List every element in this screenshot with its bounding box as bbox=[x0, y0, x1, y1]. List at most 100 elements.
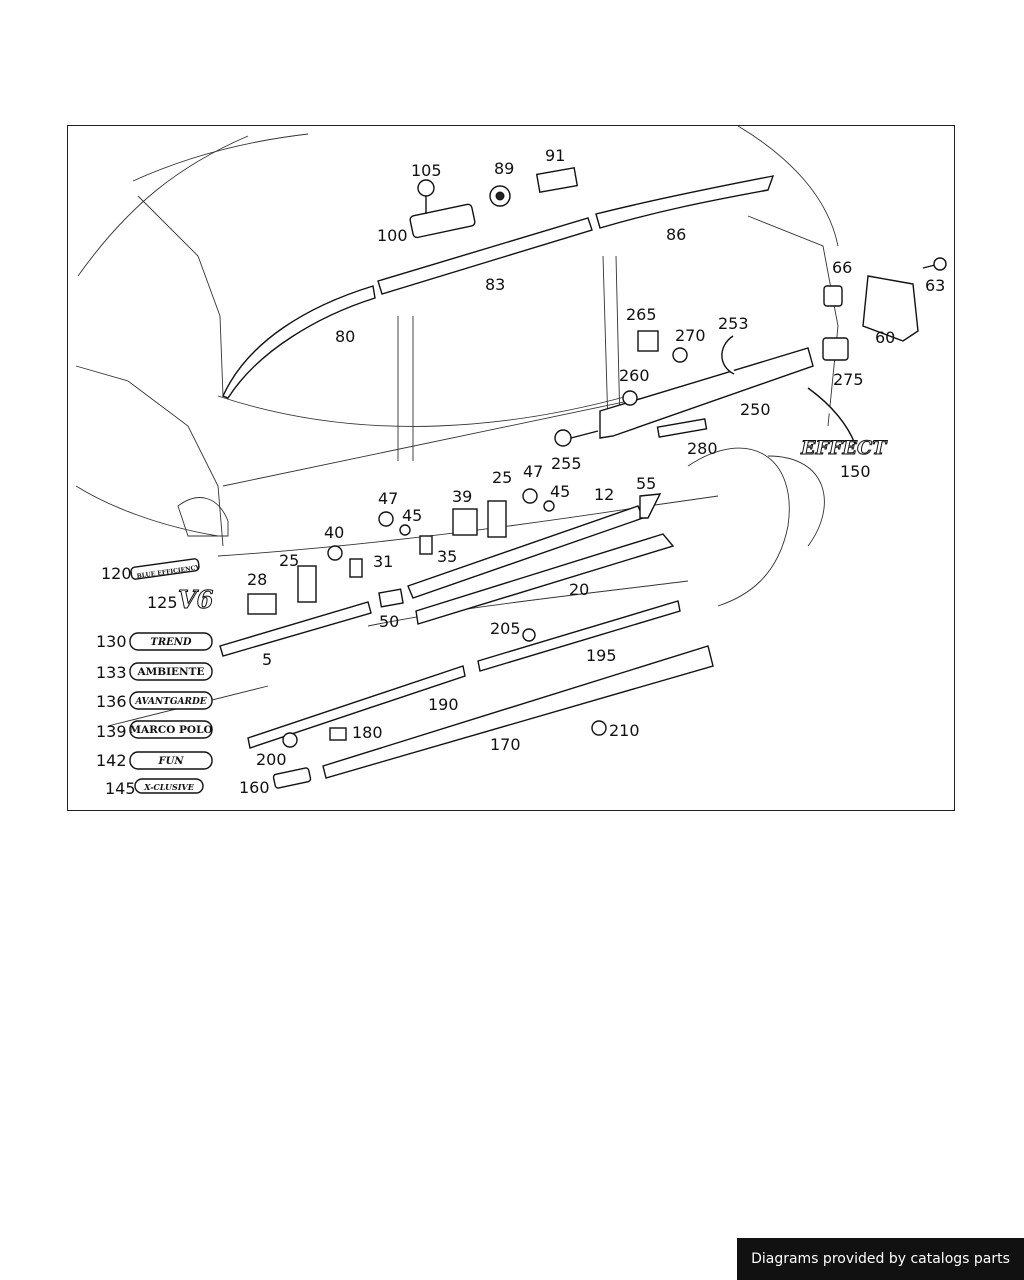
callout-5: 5 bbox=[262, 650, 272, 669]
end-cap-60 bbox=[862, 275, 919, 342]
callout-12: 12 bbox=[594, 485, 614, 504]
screw-105-head bbox=[417, 179, 435, 197]
screw-45-right bbox=[543, 500, 555, 512]
callout-100: 100 bbox=[377, 226, 408, 245]
callout-275: 275 bbox=[833, 370, 864, 389]
callout-47a: 47 bbox=[378, 489, 398, 508]
bracket-91 bbox=[535, 167, 579, 193]
callout-200: 200 bbox=[256, 750, 287, 769]
washer-47-left bbox=[378, 511, 394, 527]
callout-45b: 45 bbox=[550, 482, 570, 501]
clip-200 bbox=[282, 732, 298, 748]
cap-275 bbox=[822, 337, 849, 361]
callout-133: 133 bbox=[96, 663, 127, 682]
callout-136: 136 bbox=[96, 692, 127, 711]
callout-205: 205 bbox=[490, 619, 521, 638]
callout-25b: 25 bbox=[279, 551, 299, 570]
callout-60: 60 bbox=[875, 328, 895, 347]
clip-25-left bbox=[297, 565, 317, 603]
callout-66: 66 bbox=[832, 258, 852, 277]
callout-31: 31 bbox=[373, 552, 393, 571]
badge-x-clusive bbox=[134, 778, 204, 794]
footer-credit: Diagrams provided by catalogs parts bbox=[737, 1238, 1024, 1280]
clip-50 bbox=[378, 588, 404, 608]
callout-150: 150 bbox=[840, 462, 871, 481]
clip-66 bbox=[823, 285, 843, 307]
callout-139: 139 bbox=[96, 722, 127, 741]
badge-marco-polo bbox=[129, 720, 213, 739]
roof-rail-rear-86 bbox=[595, 175, 775, 229]
callout-91: 91 bbox=[545, 146, 565, 165]
callout-labels: 105 89 91 100 86 83 80 66 63 60 265 270 … bbox=[96, 146, 945, 798]
callout-20: 20 bbox=[569, 580, 589, 599]
badge-fun-text: FUN bbox=[158, 756, 185, 767]
callout-35: 35 bbox=[437, 547, 457, 566]
callout-265: 265 bbox=[626, 305, 657, 324]
callout-253: 253 bbox=[718, 314, 749, 333]
clip-265 bbox=[637, 330, 659, 352]
washer-47-right bbox=[522, 488, 538, 504]
badge-trend bbox=[129, 632, 213, 651]
callout-180: 180 bbox=[352, 723, 383, 742]
badge-list: TREND AMBIENTE AVANTGARDE MARCO POLO FUN… bbox=[129, 632, 213, 794]
callout-86: 86 bbox=[666, 225, 686, 244]
callout-40: 40 bbox=[324, 523, 344, 542]
clip-31 bbox=[349, 558, 363, 578]
washer-205 bbox=[522, 628, 536, 642]
badge-v6-text: V6 bbox=[178, 585, 214, 614]
nut-270 bbox=[672, 347, 688, 363]
callout-260: 260 bbox=[619, 366, 650, 385]
callout-89: 89 bbox=[494, 159, 514, 178]
callout-195: 195 bbox=[586, 646, 617, 665]
badge-effect-text: EFFECT bbox=[800, 437, 888, 459]
screw-45-left bbox=[399, 524, 411, 536]
callout-50: 50 bbox=[379, 612, 399, 631]
moulding-250 bbox=[599, 347, 814, 439]
seal-253 bbox=[721, 335, 735, 375]
callout-170: 170 bbox=[490, 735, 521, 754]
badge-x-clusive-text: X-CLUSIVE bbox=[143, 782, 195, 792]
nut-260 bbox=[622, 390, 638, 406]
strip-280 bbox=[656, 418, 708, 438]
callout-80: 80 bbox=[335, 327, 355, 346]
callout-63: 63 bbox=[925, 276, 945, 295]
callout-120: 120 bbox=[101, 564, 132, 583]
callout-270: 270 bbox=[675, 326, 706, 345]
sill-rail-190 bbox=[247, 665, 466, 749]
roof-rail-middle-83 bbox=[377, 217, 593, 295]
parts-diagram-frame: EFFECT BLUE EFFICIENCY V6 TREND AMBIENTE… bbox=[67, 125, 955, 811]
callout-45a: 45 bbox=[402, 506, 422, 525]
callout-28: 28 bbox=[247, 570, 267, 589]
badge-avantgarde bbox=[129, 691, 213, 710]
parts-diagram: EFFECT BLUE EFFICIENCY V6 TREND AMBIENTE… bbox=[75, 126, 947, 798]
screw-63 bbox=[933, 257, 947, 271]
sill-panel-170 bbox=[322, 645, 714, 779]
callout-39: 39 bbox=[452, 487, 472, 506]
rail-clip-100 bbox=[409, 203, 476, 239]
roof-rail-front-80 bbox=[222, 285, 376, 399]
badge-effect: EFFECT bbox=[800, 437, 889, 460]
callout-250: 250 bbox=[740, 400, 771, 419]
badge-ambiente-text: AMBIENTE bbox=[137, 666, 205, 678]
nut-210 bbox=[591, 720, 607, 736]
badge-avantgarde-text: AVANTGARDE bbox=[134, 697, 206, 707]
clip-35 bbox=[419, 535, 433, 555]
moulding-5 bbox=[219, 601, 372, 657]
nut-40 bbox=[327, 545, 343, 561]
sill-rail-195 bbox=[477, 600, 681, 672]
callout-55: 55 bbox=[636, 474, 656, 493]
callout-255: 255 bbox=[551, 454, 582, 473]
arrow-150 bbox=[807, 387, 856, 445]
badge-trend-text: TREND bbox=[150, 637, 192, 648]
badge-ambiente bbox=[129, 662, 213, 681]
callout-130: 130 bbox=[96, 632, 127, 651]
clip-28 bbox=[247, 593, 277, 615]
badge-marco-polo-text: MARCO POLO bbox=[129, 724, 212, 736]
callout-83: 83 bbox=[485, 275, 505, 294]
callout-190: 190 bbox=[428, 695, 459, 714]
callout-125: 125 bbox=[147, 593, 178, 612]
callout-210: 210 bbox=[609, 721, 640, 740]
badge-fun bbox=[129, 751, 213, 770]
screw-255-head bbox=[554, 429, 572, 447]
clip-25-right bbox=[487, 500, 507, 538]
